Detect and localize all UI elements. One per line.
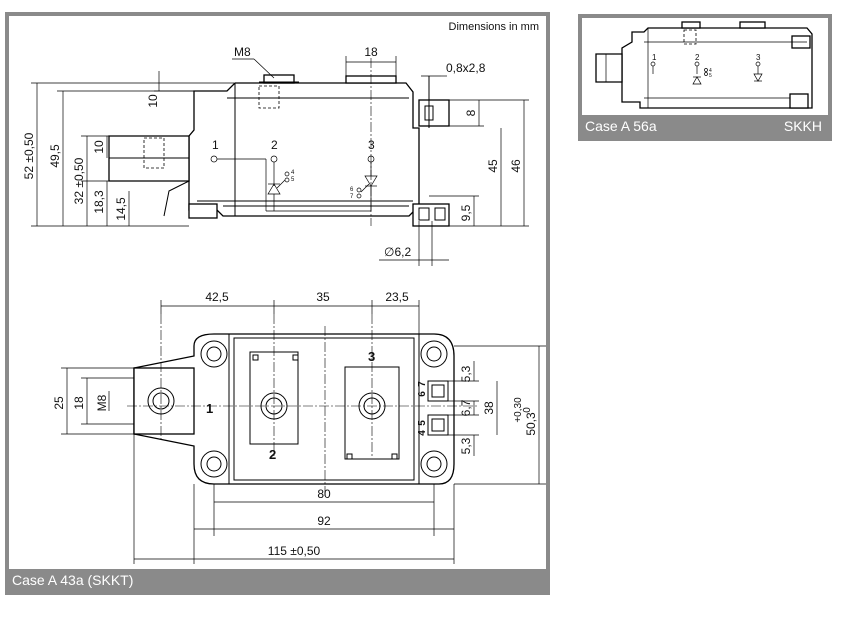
tv-dim-35: 35 xyxy=(316,290,330,304)
tv-dim-115: 115 ±0,50 xyxy=(268,544,321,558)
sv-dim-18-3: 18,3 xyxy=(92,190,106,214)
tv-dim-5-3-bottom: 5,3 xyxy=(459,437,473,454)
case-a56a-caption: Case A 56a xyxy=(585,118,657,134)
tv-pin-7: 7 xyxy=(417,381,428,387)
sv-pin-6: 6 xyxy=(350,187,354,193)
case-a43a-drawing-area: Dimensions in mm xyxy=(9,16,549,569)
skkh-pin-4: 4 xyxy=(709,68,712,74)
tv-dim-38: 38 xyxy=(482,401,496,415)
sv-dim-32: 32 ±0,50 xyxy=(72,157,86,204)
tv-dim-5-3-top: 5,3 xyxy=(459,365,473,382)
case-a43a-caption: Case A 43a (SKKT) xyxy=(12,572,134,588)
sv-pin-5: 5 xyxy=(291,177,295,183)
skkh-terminal-2: 2 xyxy=(695,53,700,62)
skkh-pin-5: 5 xyxy=(709,73,712,79)
tv-dim-m8: M8 xyxy=(95,394,109,411)
sv-dim-pin: 0,8x2,8 xyxy=(446,61,486,75)
case-a56a-panel: 1 2 3 4 5 Case A 56a SKKH xyxy=(578,14,832,141)
sv-dim-10-b: 10 xyxy=(92,140,106,154)
sv-terminal-1: 1 xyxy=(212,138,219,152)
tv-pin-6: 6 xyxy=(417,391,428,397)
sv-dim-8: 8 xyxy=(464,109,478,116)
tv-terminal-3: 3 xyxy=(368,349,375,364)
sv-terminal-2: 2 xyxy=(271,138,278,152)
units-note: Dimensions in mm xyxy=(449,21,539,33)
tv-dim-6-7: 6,7 xyxy=(459,399,473,416)
tv-dim-18: 18 xyxy=(72,396,86,410)
sv-dim-46: 46 xyxy=(509,159,523,173)
tv-dim-23-5: 23,5 xyxy=(385,290,409,304)
sv-pin-4: 4 xyxy=(291,170,295,176)
case-a56a-drawing: 1 2 3 4 5 xyxy=(595,21,813,109)
tv-dim-80: 80 xyxy=(317,487,331,501)
sv-dim-52: 52 ±0,50 xyxy=(22,132,36,179)
sv-pin-7: 7 xyxy=(350,194,354,200)
tv-dim-tol-upper: +0,30 xyxy=(513,397,524,423)
skkh-terminal-3: 3 xyxy=(756,53,761,62)
tv-dim-92: 92 xyxy=(317,514,331,528)
skkh-terminal-1: 1 xyxy=(652,53,657,62)
tv-pin-4: 4 xyxy=(417,430,428,436)
sv-terminal-3: 3 xyxy=(368,138,375,152)
tv-terminal-2: 2 xyxy=(269,447,276,462)
case-a43a-drawing: Dimensions in mm xyxy=(22,21,549,564)
sv-dim-49-5: 49,5 xyxy=(48,144,62,168)
sv-dim-45: 45 xyxy=(486,159,500,173)
sv-dim-hole: ∅6,2 xyxy=(384,245,411,259)
tv-pin-5: 5 xyxy=(417,420,428,426)
sv-dim-18: 18 xyxy=(364,45,378,59)
tv-dim-50-3: 50,3 xyxy=(524,412,538,436)
sv-dim-14-5: 14,5 xyxy=(114,197,128,221)
tv-dim-tol-lower: 0 xyxy=(522,407,533,413)
case-a43a-panel: Dimensions in mm xyxy=(5,12,550,595)
tv-dim-25: 25 xyxy=(52,396,66,410)
sv-dim-10-a: 10 xyxy=(146,94,160,108)
sv-dim-9-5: 9,5 xyxy=(459,204,473,221)
skkh-caption: SKKH xyxy=(783,118,822,134)
top-view: 1 2 3 6 7 4 5 42,5 35 23,5 xyxy=(52,290,549,564)
sv-m8-label: M8 xyxy=(234,45,251,59)
tv-terminal-1: 1 xyxy=(206,401,213,416)
side-view: 1 2 3 4 5 6 7 M8 18 0,8x2,8 xyxy=(22,45,529,266)
tv-dim-42-5: 42,5 xyxy=(205,290,229,304)
case-a56a-drawing-area: 1 2 3 4 5 xyxy=(582,18,828,115)
